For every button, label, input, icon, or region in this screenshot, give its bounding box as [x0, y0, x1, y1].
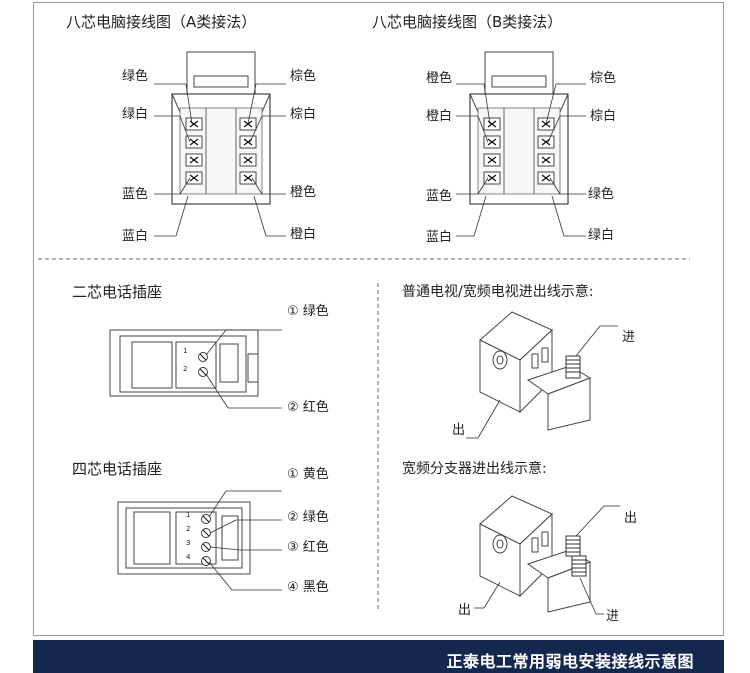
- tv-title: 普通电视/宽频电视进出线示意:: [402, 284, 594, 300]
- phone4-label-4: ④ 黑色: [287, 580, 329, 595]
- phone4-title: 四芯电话插座: [72, 460, 163, 478]
- phone4-pin-4: 4: [186, 553, 191, 561]
- rj45-b-left-label-2: 橙白: [426, 109, 453, 124]
- phone2-pin-1: 1: [183, 347, 188, 355]
- rj45-b-right-label-1: 棕色: [590, 71, 617, 86]
- splitter-in-label: 进: [606, 609, 620, 624]
- phone4-pin-1: 1: [186, 511, 191, 519]
- rj45-a-left-label-1: 绿色: [122, 69, 149, 84]
- phone4-pin-3: 3: [186, 539, 191, 547]
- splitter-title: 宽频分支器进出线示意:: [402, 461, 547, 477]
- phone4-label-3: ③ 红色: [287, 540, 329, 555]
- diagram-frame: [33, 2, 724, 636]
- rj45-a-title: 八芯电脑接线图（A类接法）: [66, 13, 257, 31]
- tv-out-label: 出: [452, 423, 466, 438]
- splitter-out-label-right: 出: [624, 511, 638, 526]
- rj45-a-right-label-4: 橙白: [290, 227, 317, 242]
- phone2-label-2: ② 红色: [287, 400, 329, 415]
- rj45-b-right-label-4: 绿白: [588, 228, 615, 243]
- rj45-a-left-label-3: 蓝色: [122, 187, 149, 202]
- phone4-label-1: ① 黄色: [287, 467, 329, 482]
- rj45-a-right-label-3: 橙色: [290, 185, 317, 200]
- splitter-out-label-left: 出: [458, 603, 472, 618]
- rj45-b-left-label-3: 蓝色: [426, 189, 453, 204]
- rj45-a-right-label-1: 棕色: [290, 69, 317, 84]
- rj45-b-left-label-1: 橙色: [426, 71, 453, 86]
- footer-banner: 正泰电工常用弱电安装接线示意图: [33, 640, 724, 673]
- phone2-label-1: ① 绿色: [287, 304, 329, 319]
- rj45-b-right-label-2: 棕白: [590, 109, 617, 124]
- rj45-b-right-label-3: 绿色: [588, 187, 615, 202]
- phone4-pin-2: 2: [186, 525, 191, 533]
- phone4-label-2: ② 绿色: [287, 510, 329, 525]
- tv-in-label: 进: [622, 330, 636, 345]
- rj45-b-left-label-4: 蓝白: [426, 230, 453, 245]
- rj45-b-title: 八芯电脑接线图（B类接法）: [372, 13, 563, 31]
- rj45-a-right-label-2: 棕白: [290, 107, 317, 122]
- footer-caption: 正泰电工常用弱电安装接线示意图: [446, 652, 694, 671]
- rj45-a-left-label-4: 蓝白: [122, 229, 149, 244]
- phone2-title: 二芯电话插座: [72, 283, 163, 301]
- phone2-pin-2: 2: [183, 365, 188, 373]
- rj45-a-left-label-2: 绿白: [122, 107, 149, 122]
